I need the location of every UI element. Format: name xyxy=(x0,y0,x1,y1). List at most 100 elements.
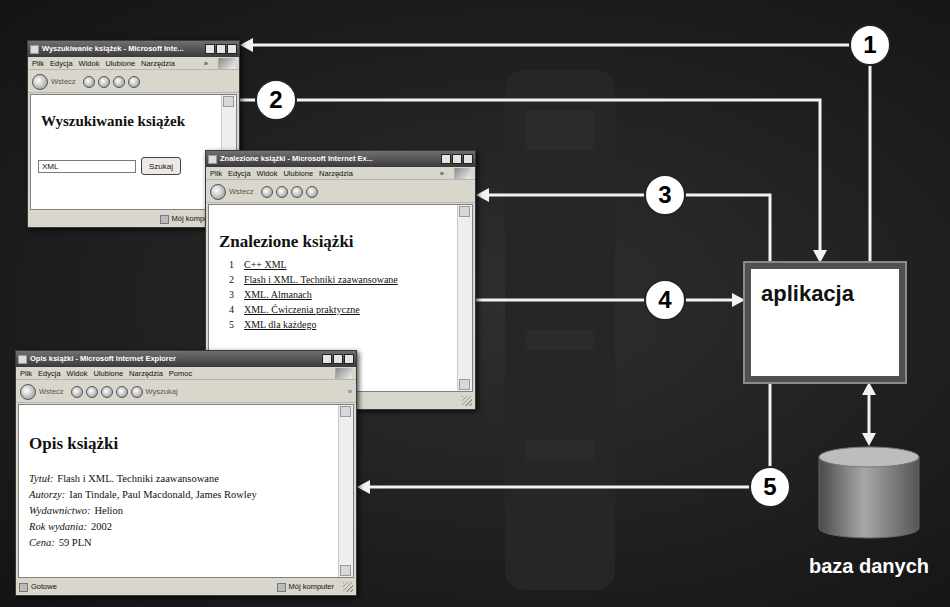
window-button xyxy=(216,44,226,54)
zone-icon xyxy=(160,215,169,224)
window-button xyxy=(441,154,451,164)
field-name: Cena: xyxy=(29,535,55,551)
menu-item: Pomoc xyxy=(169,369,192,379)
menu-item: Narzędzia xyxy=(129,369,163,379)
scroll-arrow xyxy=(340,565,351,576)
window-buttons xyxy=(205,44,237,54)
arrow-head xyxy=(476,188,489,202)
application-box: aplikacja xyxy=(745,263,905,382)
arrow-head xyxy=(240,38,253,52)
menu-item: Widok xyxy=(257,169,278,179)
back-icon xyxy=(210,184,226,200)
window-button xyxy=(463,154,473,164)
menu-bar: PlikEdycjaWidokUlubioneNarzędziaPomoc xyxy=(16,368,356,380)
menu-bar: Plik Edycja Widok Ulubione Narzędzia » xyxy=(206,168,475,180)
menu-item: Edycja xyxy=(228,169,251,179)
page-heading: Znalezione książki xyxy=(219,231,452,253)
window-buttons xyxy=(441,154,473,164)
forward-icon xyxy=(71,386,83,398)
refresh-icon xyxy=(113,76,125,88)
button-label: Szukaj xyxy=(149,162,173,171)
refresh-icon xyxy=(291,186,303,198)
menu-more: » xyxy=(440,169,444,179)
back-icon xyxy=(20,384,36,400)
toolbar-label: Wstecz xyxy=(39,387,64,397)
faint-figure xyxy=(505,70,615,590)
resize-grip xyxy=(343,582,353,592)
window-button xyxy=(205,44,215,54)
connector-arrow xyxy=(476,293,745,307)
menu-item: Ulubione xyxy=(105,59,135,69)
home-icon xyxy=(306,186,318,198)
list-number: 4 xyxy=(229,302,244,317)
callout-number: 5 xyxy=(749,466,791,508)
menu-item: Ulubione xyxy=(283,169,313,179)
cylinder-body xyxy=(819,457,919,538)
window-button xyxy=(227,44,237,54)
callout-number: 2 xyxy=(255,79,297,121)
content-row: Wydawnictwo:Helion xyxy=(29,503,333,519)
menu-bar: PlikEdycjaWidokUlubioneNarzędzia» xyxy=(28,58,239,70)
arrow-head xyxy=(862,433,876,446)
book-link: XML. Ćwiczenia praktyczne xyxy=(244,302,360,317)
window-icon xyxy=(208,155,217,164)
arrow-head xyxy=(862,382,876,395)
box-label: aplikacja xyxy=(761,281,854,307)
resize-grip xyxy=(462,396,472,406)
window-button xyxy=(452,154,462,164)
database-cylinder xyxy=(818,446,920,540)
field-value: Flash i XML. Techniki zaawansowane xyxy=(57,471,219,487)
field-value: 59 PLN xyxy=(59,535,92,551)
toolbar: WsteczWyszukaj» xyxy=(16,381,356,403)
search-icon xyxy=(131,386,143,398)
faint-figure xyxy=(525,440,595,460)
field-name: Tytuł: xyxy=(29,471,53,487)
callout-number: 1 xyxy=(849,24,891,66)
scroll-arrow xyxy=(459,379,470,390)
menu-item: Plik xyxy=(210,169,222,179)
content-row: 3XML. Almanach xyxy=(229,287,452,302)
scrollbar xyxy=(338,405,353,577)
arrow-head xyxy=(813,250,827,263)
status-text: Mój komputer xyxy=(289,582,334,592)
menu-more: » xyxy=(204,59,208,69)
arrow-head xyxy=(357,480,370,494)
home-icon xyxy=(116,386,128,398)
window-title: Znalezione książki - Microsoft Internet … xyxy=(220,154,373,164)
menu-item: Edycja xyxy=(38,369,61,379)
field-value: Ian Tindale, Paul Macdonald, James Rowle… xyxy=(69,487,257,503)
status-icon xyxy=(19,583,28,592)
connector-arrow xyxy=(862,382,876,446)
connector-arrow xyxy=(476,188,770,263)
content-row: Autorzy:Ian Tindale, Paul Macdonald, Jam… xyxy=(29,487,333,503)
menu-item: Plik xyxy=(20,369,32,379)
content-row: 5XML dla każdego xyxy=(229,317,452,332)
scrollbar xyxy=(457,205,472,391)
browser-window: Opis książki - Microsoft Internet Explor… xyxy=(15,350,357,596)
list-number: 3 xyxy=(229,287,244,302)
menu-item: Plik xyxy=(32,59,44,69)
page-content: Opis książkiTytuł:Flash i XML. Techniki … xyxy=(18,404,354,578)
menu-item: Ulubione xyxy=(93,369,123,379)
content-row: 1C++ XML xyxy=(229,257,452,272)
list-number: 5 xyxy=(229,317,244,332)
content-row: Rok wydania:2002 xyxy=(29,519,333,535)
connector-line xyxy=(482,195,770,263)
content-row: 4XML. Ćwiczenia praktyczne xyxy=(229,302,452,317)
scroll-arrow xyxy=(340,406,351,417)
callout-number: 3 xyxy=(644,174,686,216)
field-value: 2002 xyxy=(91,519,112,535)
window-button xyxy=(322,354,332,364)
connector-line xyxy=(476,299,739,302)
window-title: Wyszukiwanie książek - Microsoft Inte... xyxy=(42,44,184,54)
field-name: Wydawnictwo: xyxy=(29,503,90,519)
menu-item: Narzędzia xyxy=(319,169,353,179)
window-button xyxy=(344,354,354,364)
scroll-arrow xyxy=(223,96,234,107)
menu-item: Edycja xyxy=(50,59,73,69)
toolbar-label: Wstecz xyxy=(51,77,76,87)
scroll-arrow xyxy=(459,206,470,217)
refresh-icon xyxy=(101,386,113,398)
field-name: Rok wydania: xyxy=(29,519,87,535)
